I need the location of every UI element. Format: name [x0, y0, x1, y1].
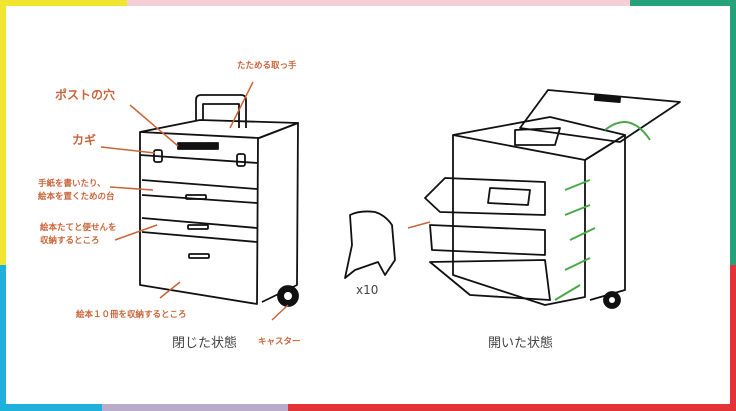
frame-right-green	[730, 0, 736, 265]
label-caster: キャスター	[258, 337, 301, 347]
label-desk-line1: 手紙を書いたり、	[38, 179, 106, 189]
label-handle: たためる取っ手	[237, 61, 297, 71]
label-multiplier: x10	[356, 283, 379, 297]
label-storage-line1: 絵本たてと便せんを	[40, 223, 117, 233]
label-desk-line2: 絵本を置くための台	[38, 192, 115, 202]
frame-bottom-purple	[102, 404, 288, 411]
label-lock: カギ	[72, 133, 97, 147]
frame-top-green	[630, 0, 736, 6]
frame-bottom-red	[288, 404, 736, 411]
frame-top-pink	[127, 0, 630, 6]
label-books: 絵本１０冊を収納するところ	[76, 310, 187, 320]
label-storage-line2: 収納するところ	[40, 236, 100, 246]
label-storage: 絵本たてと便せんを 収納するところ	[40, 222, 117, 248]
frame-right-red	[730, 265, 736, 411]
label-desk: 手紙を書いたり、 絵本を置くための台	[38, 178, 115, 204]
caption-closed: 閉じた状態	[172, 336, 238, 351]
frame-left-yellow	[0, 0, 6, 265]
frame-top-yellow	[0, 0, 127, 6]
frame-left-blue	[0, 265, 6, 411]
frame-bottom-blue	[0, 404, 102, 411]
label-post-slot: ポストの穴	[55, 88, 116, 102]
caption-open: 開いた状態	[488, 336, 554, 351]
